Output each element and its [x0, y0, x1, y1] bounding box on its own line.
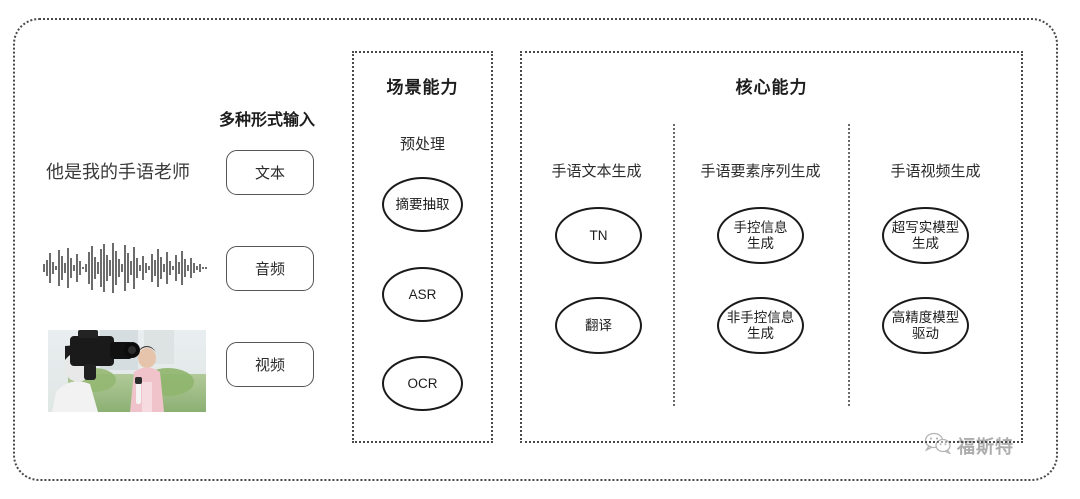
watermark-text: 福斯特 [957, 436, 1014, 457]
modality-pill-video[interactable]: 视频 [226, 342, 314, 387]
sample-text-input: 他是我的手语老师 [46, 162, 190, 182]
core-section-title: 核心能力 [735, 78, 808, 97]
scene-subtitle: 预处理 [399, 136, 445, 153]
core-column-label-text-generation: 手语文本生成 [551, 163, 642, 180]
core-column-divider-2 [848, 124, 850, 406]
wechat-icon [924, 432, 952, 459]
outer-frame [13, 18, 1058, 481]
core-node-photorealistic-model-generation[interactable]: 超写实模型生成 [882, 207, 969, 264]
watermark: 福斯特 [924, 432, 1014, 459]
core-column-divider-1 [673, 124, 675, 406]
modality-pill-audio[interactable]: 音频 [226, 246, 314, 291]
video-thumbnail-icon [48, 330, 206, 412]
scene-section-title: 场景能力 [386, 78, 459, 97]
core-node-tn[interactable]: TN [555, 207, 642, 264]
scene-node-asr[interactable]: ASR [382, 267, 463, 322]
core-capability-box: 核心能力 [520, 51, 1023, 443]
core-node-high-precision-model-driving[interactable]: 高精度模型驱动 [882, 297, 969, 354]
modality-pill-text[interactable]: 文本 [226, 150, 314, 195]
scene-capability-box: 场景能力 [352, 51, 493, 443]
core-node-manual-feature-generation[interactable]: 手控信息生成 [717, 207, 804, 264]
scene-node-ocr[interactable]: OCR [382, 356, 463, 411]
scene-node-summary[interactable]: 摘要抽取 [382, 177, 463, 232]
core-node-translation[interactable]: 翻译 [555, 297, 642, 354]
core-node-nonmanual-feature-generation[interactable]: 非手控信息生成 [717, 297, 804, 354]
input-heading: 多种形式输入 [219, 112, 316, 129]
waveform-icon [40, 240, 208, 296]
core-column-label-element-sequence: 手语要素序列生成 [700, 163, 821, 180]
core-column-label-video-generation: 手语视频生成 [890, 163, 981, 180]
